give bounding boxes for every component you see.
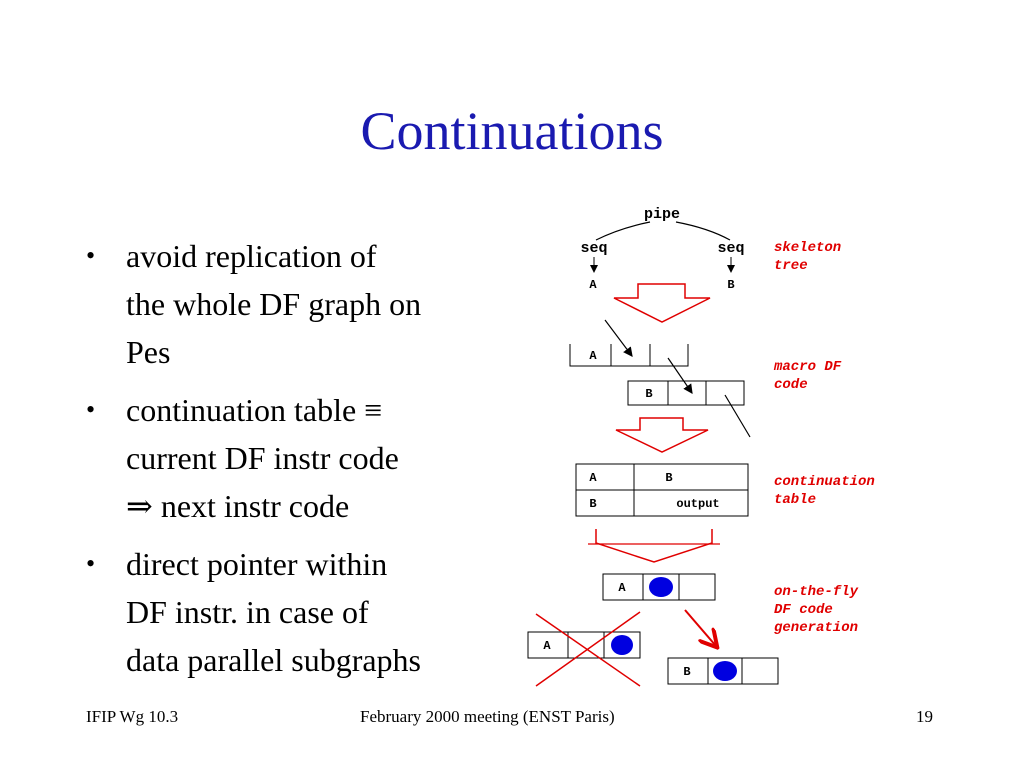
table-cell: output [676,497,719,511]
bullet-item: • direct pointer within DF instr. in cas… [86,540,516,684]
label-skeleton: skeleton [774,240,841,256]
fly-cell-a: A [618,581,626,595]
bullet-list: • avoid replication of the whole DF grap… [86,232,516,694]
pointer-dot-icon [649,577,673,597]
tree-root-label: pipe [644,206,680,223]
bullet-line: continuation table ≡ [126,392,383,428]
label-continuation: continuation [774,474,875,490]
footer-page-number: 19 [916,707,933,726]
tree-right-label: seq [717,240,744,257]
label-table: table [774,492,816,508]
tree-edge [675,221,731,241]
skeleton-tree: pipe seq seq A B [580,206,744,292]
cross-out-icon [535,613,641,687]
tree-left-leaf: A [589,278,597,292]
bullet-line: Pes [126,334,171,370]
tree-right-leaf: B [727,278,734,292]
bullet-line: avoid replication of [126,238,377,274]
label-generation: generation [774,620,858,636]
transform-arrow-icon [615,417,709,453]
bullet-line: DF instr. in case of [126,594,369,630]
red-arrow-icon [684,609,716,646]
label-macro: macro DF [773,359,842,375]
fly-cell-a-crossed: A [543,639,551,653]
table-cell: A [589,471,597,485]
slide-title: Continuations [360,101,664,161]
continuation-diagram: pipe seq seq A B A B A B B output [527,206,875,687]
label-df-code: DF code [774,602,833,618]
label-on-the-fly: on-the-fly [774,584,859,600]
transform-arrow-icon [595,529,713,563]
macro-cell-b: B [645,387,652,401]
fly-cell-b: B [683,665,690,679]
pointer-dot-icon [713,661,737,681]
bullet-line: the whole DF graph on [126,286,422,322]
pointer-dot-icon [611,635,633,655]
bullet-item: • continuation table ≡ current DF instr … [86,386,516,530]
bullet-icon: • [86,241,96,270]
annotation-labels: skeleton tree macro DF code continuation… [773,240,875,636]
table-cell: B [665,471,672,485]
bullet-line: direct pointer within [126,546,388,582]
footer-center: February 2000 meeting (ENST Paris) [360,707,615,726]
macro-cell-a: A [589,349,597,363]
cross-out-icon [535,611,641,687]
footer-left: IFIP Wg 10.3 [86,707,179,726]
bullet-line: current DF instr code [126,440,399,476]
tree-edge [595,221,651,241]
bullet-line: data parallel subgraphs [126,642,421,678]
transform-arrow-icon [613,283,711,323]
continuation-table: A B B output [575,463,749,517]
on-the-fly-boxes: A A B [527,573,779,687]
macro-df-code: A B [569,319,751,438]
tree-left-label: seq [580,240,607,257]
label-tree: tree [774,258,808,274]
bullet-line: ⇒ next instr code [126,488,350,524]
bullet-icon: • [86,395,96,424]
label-code: code [774,377,808,393]
table-cell: B [589,497,596,511]
bullet-icon: • [86,549,96,578]
bullet-item: • avoid replication of the whole DF grap… [86,232,516,376]
